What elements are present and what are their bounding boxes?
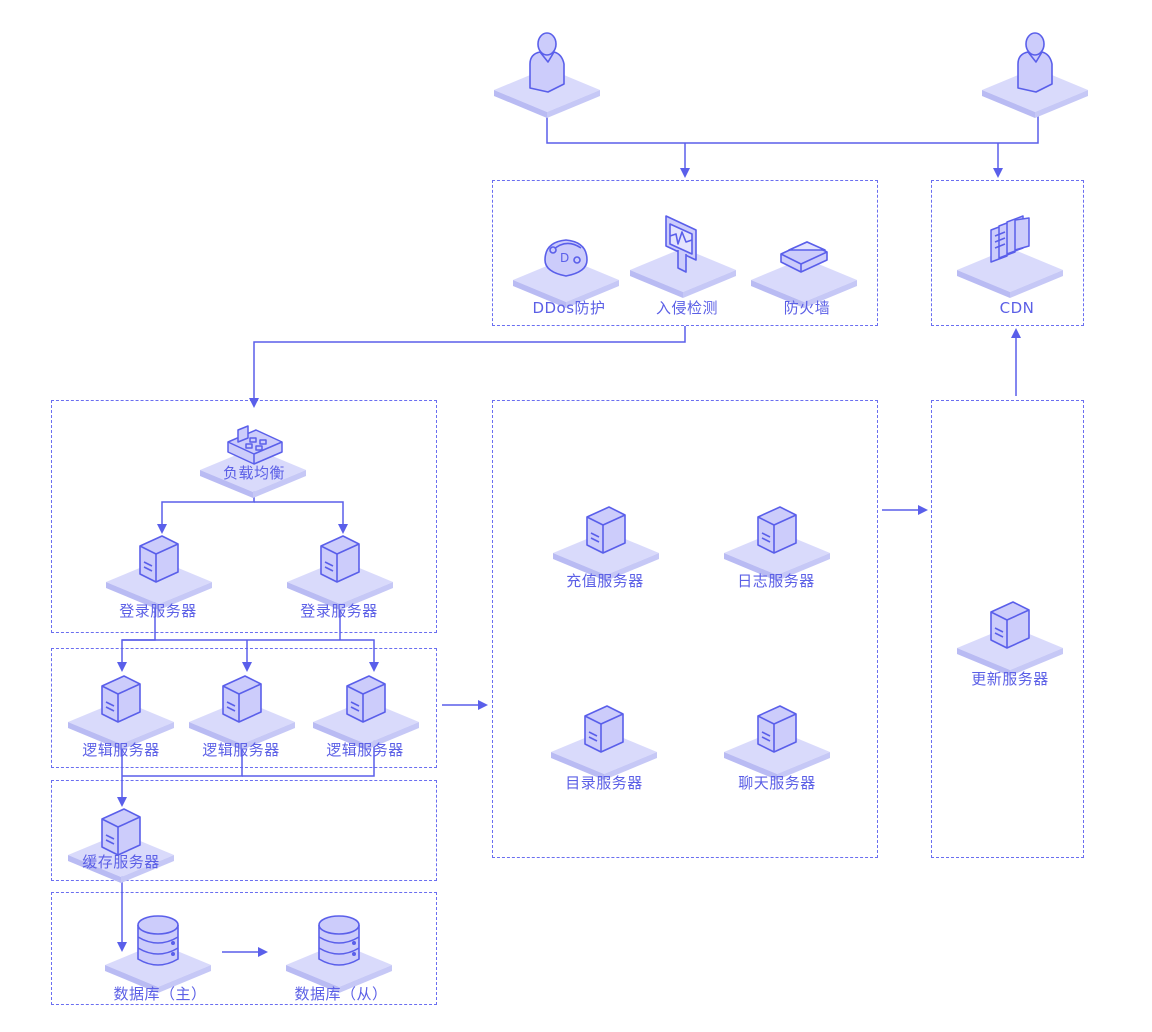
iso-tile (200, 448, 306, 498)
iso-tile (513, 258, 619, 308)
load-balancer-icon (227, 425, 283, 465)
iso-tile (957, 248, 1063, 298)
database-master-label: 数据库（主） (113, 985, 207, 1003)
chat-server-label: 聊天服务器 (738, 774, 816, 792)
server-icon (990, 601, 1030, 649)
svg-text:D: D (560, 251, 569, 265)
ddos-label: DDos防护 (532, 299, 606, 317)
login-server-node-1[interactable] (104, 522, 214, 612)
user-icon (529, 32, 565, 93)
logic-server-node-1[interactable] (66, 662, 176, 752)
login-server-label-2: 登录服务器 (300, 602, 378, 620)
update-server-group (931, 400, 1084, 858)
load-balance-login-group (51, 400, 437, 633)
firewall-node[interactable] (749, 220, 859, 310)
logic-server-label-1: 逻辑服务器 (82, 741, 160, 759)
logic-server-node-3[interactable] (311, 662, 421, 752)
log-server-node[interactable] (722, 493, 832, 583)
log-server-label: 日志服务器 (737, 572, 815, 590)
directory-server-node[interactable] (549, 692, 659, 782)
user-node-2[interactable] (980, 30, 1090, 120)
ddos-node[interactable]: D (511, 220, 621, 310)
server-icon (757, 506, 797, 554)
chat-server-node[interactable] (722, 692, 832, 782)
iso-tile (313, 700, 419, 750)
logic-server-group (51, 648, 437, 768)
server-icon (101, 675, 141, 723)
logic-server-label-2: 逻辑服务器 (202, 741, 280, 759)
iso-tile (553, 531, 659, 581)
login-bus (122, 639, 379, 672)
login-server-node-2[interactable] (285, 522, 395, 612)
lb-to-login2-connector (254, 501, 348, 534)
database-master-node[interactable] (103, 905, 213, 995)
cache-server-group (51, 780, 437, 881)
iso-tile (287, 560, 393, 610)
iso-tile (68, 833, 174, 883)
cache-server-node[interactable] (66, 795, 176, 885)
firewall-label: 防火墙 (783, 299, 831, 317)
database-icon (318, 915, 360, 966)
database-group (51, 892, 437, 1005)
update-server-node[interactable] (955, 588, 1065, 678)
server-icon (101, 808, 141, 856)
iso-tile (724, 531, 830, 581)
cdn-label: CDN (999, 299, 1035, 317)
server-icon (757, 705, 797, 753)
logic-server-node-2[interactable] (187, 662, 297, 752)
cdn-icon (990, 215, 1030, 263)
server-icon (320, 535, 360, 583)
server-icon (586, 506, 626, 554)
ids-label: 入侵检测 (655, 299, 719, 317)
cache-server-label: 缓存服务器 (82, 853, 160, 871)
database-slave-node[interactable] (284, 905, 394, 995)
server-icon (139, 535, 179, 583)
security-group (492, 180, 878, 326)
login-server-label-1: 登录服务器 (119, 602, 197, 620)
recharge-server-label: 充值服务器 (566, 572, 644, 590)
firewall-icon (780, 241, 828, 273)
security-to-lb-connector (249, 326, 686, 408)
users-to-security-connector (546, 112, 1039, 144)
service-server-group (492, 400, 878, 858)
iso-tile (68, 700, 174, 750)
logic-server-label-3: 逻辑服务器 (326, 741, 404, 759)
ids-node[interactable] (628, 210, 738, 300)
directory-server-label: 目录服务器 (565, 774, 643, 792)
shield-icon: D (544, 239, 588, 277)
load-balancer-node[interactable] (198, 410, 308, 500)
user-icon (1017, 32, 1053, 93)
iso-tile (551, 730, 657, 780)
iso-tile (189, 700, 295, 750)
server-icon (346, 675, 386, 723)
monitor-icon (665, 215, 697, 273)
server-icon (584, 705, 624, 753)
iso-tile (106, 560, 212, 610)
iso-tile (724, 730, 830, 780)
database-slave-label: 数据库（从） (294, 985, 388, 1003)
recharge-server-node[interactable] (551, 493, 661, 583)
iso-tile (957, 626, 1063, 676)
load-balancer-label: 负载均衡 (222, 464, 286, 482)
user-node-1[interactable] (492, 30, 602, 120)
cdn-node[interactable] (955, 210, 1065, 300)
server-icon (222, 675, 262, 723)
cdn-group (931, 180, 1084, 326)
database-icon (137, 915, 179, 966)
update-server-label: 更新服务器 (971, 670, 1049, 688)
iso-tile (751, 258, 857, 308)
